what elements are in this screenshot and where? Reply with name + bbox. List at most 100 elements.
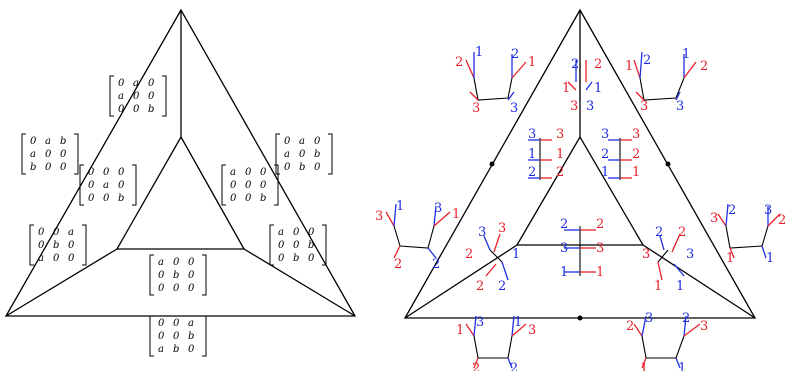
label-2: 2: [626, 319, 634, 334]
ladder-glyph-right-vertex: 2 2 3 3 1 1: [642, 225, 694, 294]
matrix-entry: 0: [314, 162, 321, 173]
left-inner-triangle: [115, 135, 246, 250]
matrix-entry: 0: [260, 167, 267, 178]
label-1: 1: [726, 251, 734, 266]
matrix-entry: 0: [188, 257, 195, 268]
label-1: 1: [512, 247, 520, 262]
matrix-entry: 0: [173, 283, 180, 294]
label-2: 2: [601, 147, 609, 162]
matrix-entry: a: [284, 149, 290, 160]
matrix-entry: a: [45, 136, 51, 147]
matrix-entry: 0: [45, 162, 52, 173]
left-graph: [4, 8, 357, 317]
label-1: 1: [766, 251, 774, 266]
label-2: 2: [510, 361, 518, 371]
matrix-entry: b: [260, 193, 266, 204]
label-1: 1: [640, 361, 648, 371]
bracket-glyph-top-right: 1 2 1 2 3 3: [625, 47, 708, 114]
matrix-entry: 0: [118, 78, 125, 89]
matrix-entry: 0: [158, 283, 165, 294]
label-3: 3: [700, 319, 708, 334]
label-1: 1: [452, 207, 460, 222]
label-3: 3: [601, 127, 609, 142]
matrix-right-bracket: [162, 75, 167, 117]
label-1: 1: [601, 165, 609, 180]
label-1: 1: [528, 147, 536, 162]
matrix-left-bracket: [21, 133, 26, 175]
matrix-right-bracket: [74, 133, 79, 175]
matrix-entry: 0: [38, 240, 45, 251]
label-2: 2: [571, 57, 579, 72]
label-2: 2: [432, 257, 440, 272]
label-3: 3: [560, 241, 568, 256]
label-2: 2: [594, 57, 602, 72]
matrix-right-bracket: [328, 133, 333, 175]
label-2: 2: [778, 213, 786, 228]
matrix-entry: a: [133, 78, 139, 89]
label-2: 2: [643, 53, 651, 68]
label-1: 1: [556, 147, 564, 162]
label-1: 1: [678, 361, 686, 371]
label-3: 3: [642, 247, 650, 262]
label-1: 1: [396, 199, 404, 214]
label-2: 2: [528, 165, 536, 180]
matrix-entry: 0: [68, 253, 75, 264]
label-3: 3: [632, 127, 640, 142]
matrix-entry: 0: [148, 91, 155, 102]
matrix-entry: a: [230, 167, 236, 178]
matrix-entry: a: [103, 180, 109, 191]
matrix-entry: a: [278, 227, 284, 238]
label-1: 1: [682, 47, 690, 62]
matrix-right-bracket: [82, 224, 87, 266]
matrix-entry: b: [299, 162, 305, 173]
matrix-entry: 0: [173, 331, 180, 342]
ladder-glyph-left-vertex: 3 3 2 1 2 2: [465, 221, 520, 294]
label-1: 1: [654, 279, 662, 294]
matrix-left-bracket: [221, 164, 226, 206]
label-1: 1: [456, 323, 464, 338]
matrix-entry: 0: [188, 270, 195, 281]
matrix-right-bracket: [202, 254, 207, 296]
matrix-entry: 0: [308, 253, 315, 264]
matrix-entry: 0: [245, 193, 252, 204]
label-1: 1: [514, 315, 522, 330]
label-3: 3: [375, 209, 383, 224]
label-3: 3: [472, 101, 480, 116]
matrix-entry: 0: [188, 283, 195, 294]
matrix-entry: 0: [133, 104, 140, 115]
matrix-entry: 0: [173, 318, 180, 329]
matrix-right-bracket: [322, 224, 327, 266]
matrix-entry: 0: [245, 180, 252, 191]
label-1: 1: [596, 265, 604, 280]
left-edge-left: [5, 248, 118, 317]
ladder-glyph-left-inner: 3 3 1 1 2 2: [528, 127, 564, 180]
label-2: 2: [700, 59, 708, 74]
label-2: 2: [394, 257, 402, 272]
label-2: 2: [472, 361, 480, 371]
label-1: 1: [632, 165, 640, 180]
matrix-entry: 0: [284, 136, 291, 147]
label-1: 1: [475, 45, 483, 60]
matrix-entry: 0: [103, 167, 110, 178]
right-edge-left: [404, 244, 518, 319]
matrix-entry: 0: [158, 318, 165, 329]
matrix-entry: 0: [230, 193, 237, 204]
matrix-entry: 0: [188, 344, 195, 355]
matrix-entry: 0: [158, 331, 165, 342]
matrix-right-bracket: [274, 164, 279, 206]
midpoint-dot-bottom: [577, 315, 583, 321]
label-2: 2: [455, 55, 463, 70]
matrix-left-bracket: [79, 164, 84, 206]
matrix-entry: a: [158, 344, 164, 355]
matrix-entry: b: [148, 104, 154, 115]
label-3: 3: [676, 99, 684, 114]
ladder-glyph-right-inner: 3 3 2 2 1 1: [601, 127, 640, 180]
matrix-entry: 0: [60, 149, 67, 160]
